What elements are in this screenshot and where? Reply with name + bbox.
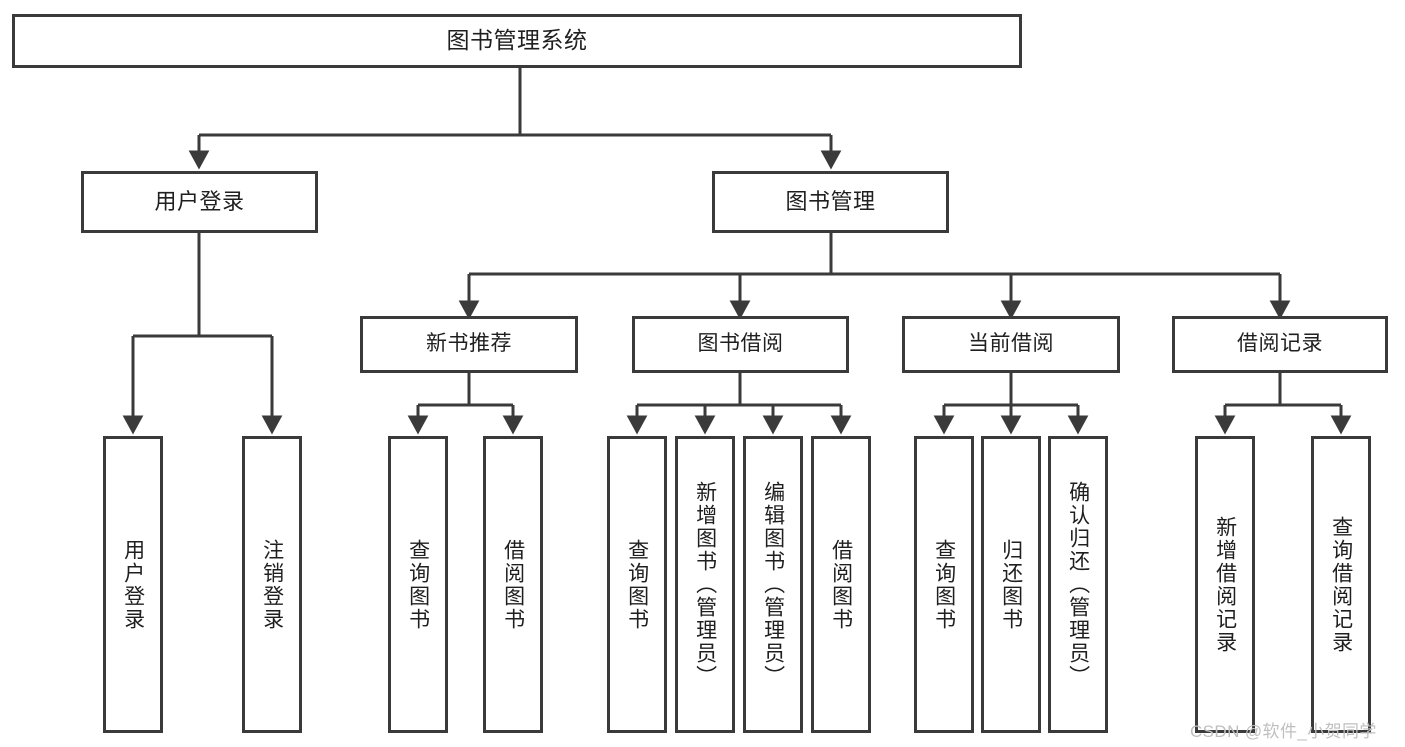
node-label: 新增借阅记录 [1213,515,1237,654]
leaf-borrow-record-add-record[interactable]: 新增借阅记录 [1195,436,1255,733]
leaf-book-borrow-borrow-book[interactable]: 借阅图书 [811,436,871,733]
leaf-book-borrow-add-book-admin[interactable]: 新增图书（管理员） [675,436,735,733]
leaf-current-borrow-confirm-return-admin[interactable]: 确认归还（管理员） [1048,436,1108,733]
node-label: 当前借阅 [968,332,1054,356]
node-label: 注销登录 [260,538,284,631]
node-label: 新书推荐 [426,332,512,356]
node-label: 归还图书 [999,538,1023,631]
leaf-new-book-query-book[interactable]: 查询图书 [388,436,448,733]
node-book-management[interactable]: 图书管理 [712,171,949,233]
node-label: 用户登录 [154,189,245,215]
node-book-borrowing[interactable]: 图书借阅 [632,316,849,373]
node-label: 图书管理 [785,189,876,215]
node-label: 查询图书 [406,538,430,631]
leaf-current-borrow-return-book[interactable]: 归还图书 [981,436,1041,733]
leaf-current-borrow-query-book[interactable]: 查询图书 [914,436,974,733]
node-label: 借阅图书 [829,538,853,631]
node-label: 借阅图书 [501,538,525,631]
node-label: 查询图书 [625,538,649,631]
node-label: 新增图书（管理员） [693,481,717,688]
node-label: 图书借阅 [697,332,784,356]
node-user-login[interactable]: 用户登录 [81,171,318,233]
leaf-user-login-logout[interactable]: 注销登录 [242,436,302,733]
node-label: 图书管理系统 [446,27,588,54]
leaf-book-borrow-edit-book-admin[interactable]: 编辑图书（管理员） [743,436,803,733]
node-root-book-management-system[interactable]: 图书管理系统 [12,14,1022,68]
node-label: 确认归还（管理员） [1066,481,1090,688]
node-label: 查询图书 [932,538,956,631]
leaf-borrow-record-query-record[interactable]: 查询借阅记录 [1311,436,1371,733]
node-new-book-recommendation[interactable]: 新书推荐 [360,316,578,373]
node-label: 用户登录 [121,538,145,631]
csdn-watermark: CSDN @软件_小贺同学 [1190,722,1377,741]
node-label: 查询借阅记录 [1329,515,1353,654]
node-current-borrowing[interactable]: 当前借阅 [902,316,1120,373]
node-borrowing-record[interactable]: 借阅记录 [1172,316,1388,373]
leaf-user-login-login[interactable]: 用户登录 [103,436,163,733]
leaf-new-book-borrow-book[interactable]: 借阅图书 [483,436,543,733]
node-label: 借阅记录 [1237,332,1323,356]
node-label: 编辑图书（管理员） [761,481,785,688]
leaf-book-borrow-query-book[interactable]: 查询图书 [607,436,667,733]
